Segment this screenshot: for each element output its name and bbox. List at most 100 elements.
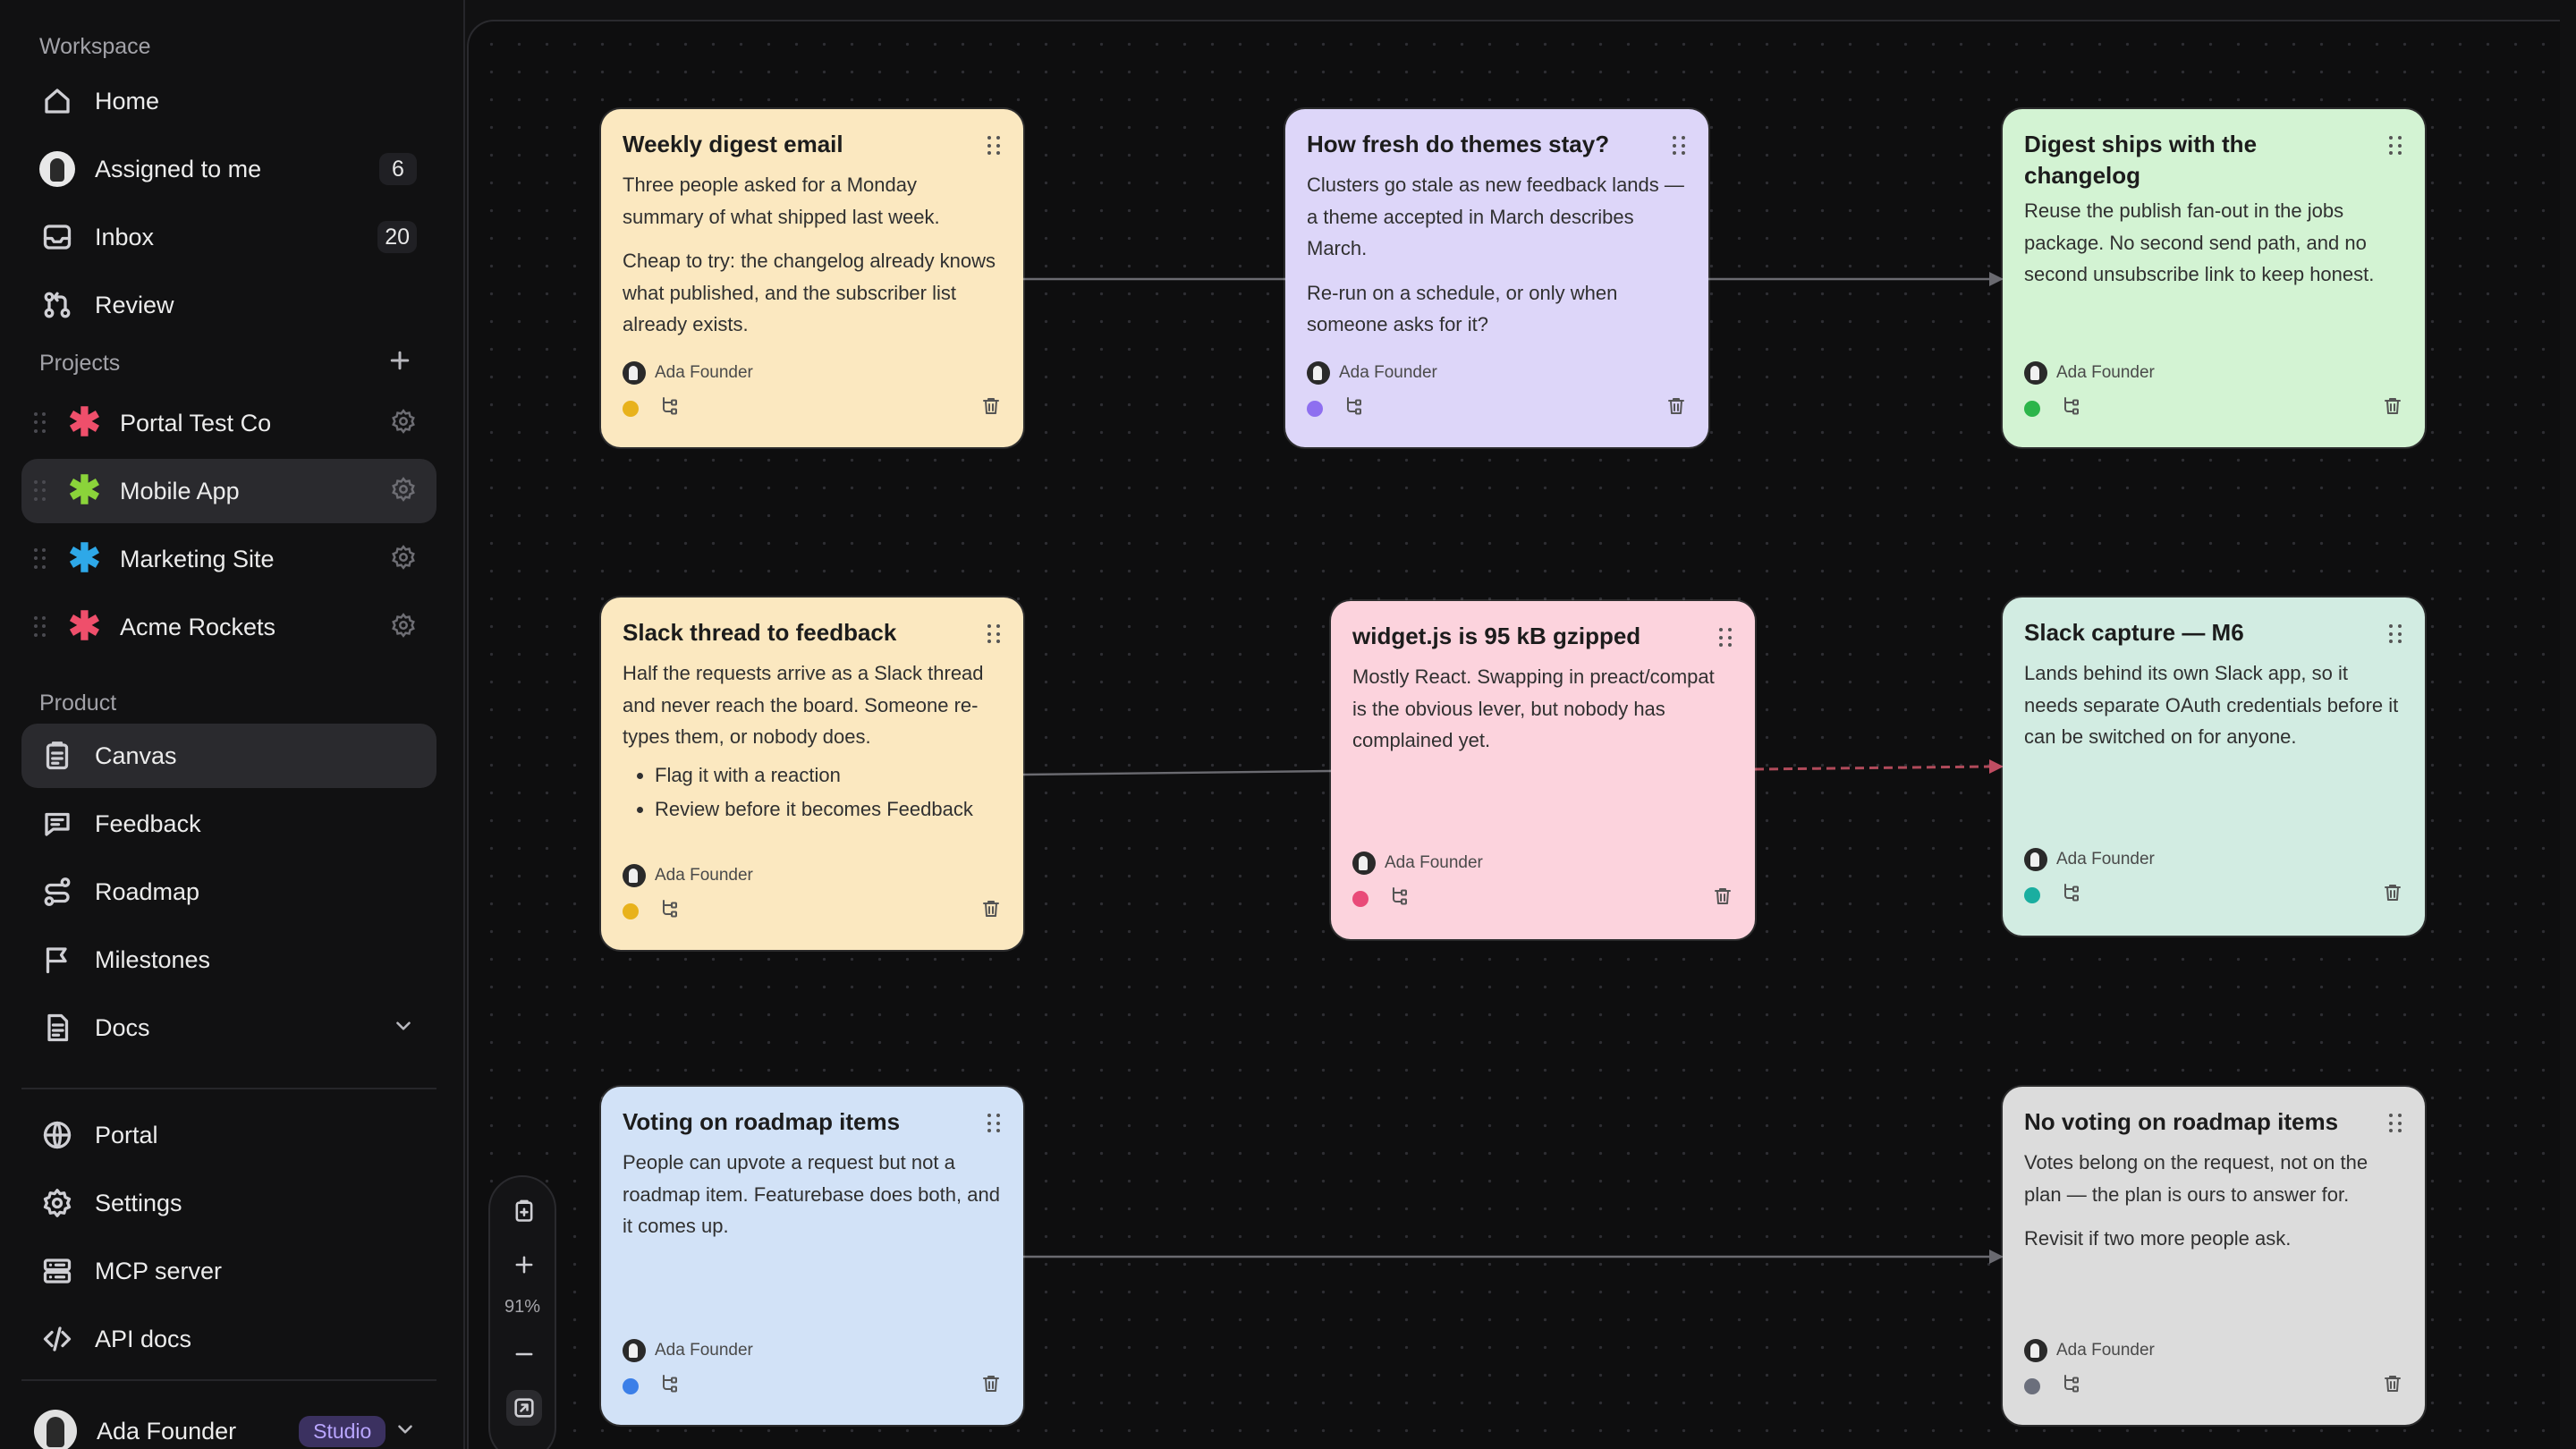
sidebar-item-api-docs[interactable]: API docs <box>21 1307 436 1371</box>
canvas-card[interactable]: Weekly digest email Three people asked f… <box>601 109 1023 447</box>
status-dot[interactable] <box>2024 886 2040 903</box>
status-dot[interactable] <box>1352 890 1368 907</box>
asterisk-icon: ✱ <box>68 401 101 445</box>
sidebar-item-docs[interactable]: Docs <box>21 996 436 1060</box>
user-menu[interactable]: Ada Founder Studio <box>21 1402 436 1449</box>
canvas-card[interactable]: Slack thread to feedback Half the reques… <box>601 597 1023 950</box>
card-menu-icon[interactable] <box>2389 1114 2403 1133</box>
card-menu-icon[interactable] <box>987 136 1002 156</box>
card-menu-icon[interactable] <box>1719 628 1733 648</box>
canvas-card[interactable]: Digest ships with the changelog Reuse th… <box>2003 109 2425 447</box>
plus-icon <box>390 351 410 370</box>
status-dot[interactable] <box>623 902 639 919</box>
sidebar-item-mcp-server[interactable]: MCP server <box>21 1239 436 1303</box>
sidebar-item-inbox[interactable]: Inbox 20 <box>21 205 436 269</box>
branch-icon[interactable] <box>2060 1373 2081 1399</box>
sidebar-divider <box>21 1088 436 1089</box>
card-menu-icon[interactable] <box>1673 136 1687 156</box>
home-icon <box>39 83 75 119</box>
git-pull-request-icon <box>39 287 75 323</box>
fit-view-button[interactable] <box>506 1390 542 1426</box>
status-dot[interactable] <box>1307 400 1323 417</box>
card-menu-icon[interactable] <box>987 1114 1002 1133</box>
sidebar-item-canvas[interactable]: Canvas <box>21 724 436 788</box>
trash-icon[interactable] <box>980 1373 1002 1399</box>
gear-icon[interactable] <box>390 612 420 642</box>
plan-badge: Studio <box>299 1415 386 1447</box>
sidebar-project-acme-rockets[interactable]: ✱ Acme Rockets <box>21 595 436 659</box>
sidebar-item-review[interactable]: Review <box>21 273 436 337</box>
branch-icon[interactable] <box>658 395 680 421</box>
avatar <box>2024 361 2047 385</box>
sidebar-item-label: Settings <box>95 1189 182 1216</box>
trash-icon[interactable] <box>2382 882 2403 908</box>
trash-icon[interactable] <box>980 395 1002 421</box>
canvas-card[interactable]: No voting on roadmap items Votes belong … <box>2003 1087 2425 1425</box>
card-menu-icon[interactable] <box>2389 624 2403 644</box>
gear-icon[interactable] <box>390 408 420 438</box>
card-bullet-list: Flag it with a reaction Review before it… <box>623 758 1002 826</box>
branch-icon[interactable] <box>1388 886 1410 911</box>
status-dot[interactable] <box>2024 1377 2040 1394</box>
gear-icon[interactable] <box>390 544 420 574</box>
feedback-icon <box>39 806 75 842</box>
gear-icon[interactable] <box>390 476 420 506</box>
canvas-card[interactable]: How fresh do themes stay? Clusters go st… <box>1285 109 1708 447</box>
trash-icon[interactable] <box>2382 1373 2403 1399</box>
card-body: Clusters go stale as new feedback lands … <box>1307 169 1687 341</box>
card-author: Ada Founder <box>623 361 753 385</box>
list-item: Review before it becomes Feedback <box>655 792 1002 826</box>
trash-icon[interactable] <box>1665 395 1687 421</box>
chevron-down-icon[interactable] <box>392 1014 419 1041</box>
card-paragraph: Reuse the publish fan-out in the jobs pa… <box>2024 199 2375 285</box>
trash-icon[interactable] <box>980 898 1002 924</box>
sidebar-item-portal[interactable]: Portal <box>21 1103 436 1167</box>
sidebar-item-settings[interactable]: Settings <box>21 1171 436 1235</box>
sidebar-project-mobile-app[interactable]: ✱ Mobile App <box>21 459 436 523</box>
canvas-card[interactable]: Slack capture — M6 Lands behind its own … <box>2003 597 2425 936</box>
sidebar-item-label: Docs <box>95 1013 150 1041</box>
branch-icon[interactable] <box>658 1373 680 1399</box>
more-controls-button[interactable] <box>506 1436 542 1449</box>
zoom-out-button[interactable] <box>506 1336 542 1372</box>
server-icon <box>39 1253 75 1289</box>
sidebar-item-roadmap[interactable]: Roadmap <box>21 860 436 924</box>
branch-icon[interactable] <box>1343 395 1364 421</box>
gear-icon <box>39 1185 75 1221</box>
sidebar-item-home[interactable]: Home <box>21 69 436 133</box>
zoom-in-button[interactable] <box>506 1247 542 1283</box>
status-dot[interactable] <box>2024 400 2040 417</box>
top-bar <box>467 0 2576 20</box>
sidebar-item-feedback[interactable]: Feedback <box>21 792 436 856</box>
card-title: Slack thread to feedback <box>623 619 897 646</box>
branch-icon[interactable] <box>2060 882 2081 908</box>
canvas-icon <box>39 738 75 774</box>
branch-icon[interactable] <box>658 898 680 924</box>
sidebar-item-label: API docs <box>95 1325 192 1352</box>
card-menu-icon[interactable] <box>2389 136 2403 156</box>
author-name: Ada Founder <box>655 866 753 885</box>
sidebar-project-portal-test-co[interactable]: ✱ Portal Test Co <box>21 391 436 455</box>
card-author: Ada Founder <box>623 1339 753 1362</box>
add-project-button[interactable] <box>386 347 417 377</box>
sidebar-item-milestones[interactable]: Milestones <box>21 928 436 992</box>
drag-handle-icon[interactable] <box>34 412 47 434</box>
card-title: widget.js is 95 kB gzipped <box>1352 623 1641 649</box>
chevron-down-icon[interactable] <box>394 1418 420 1445</box>
branch-icon[interactable] <box>2060 395 2081 421</box>
trash-icon[interactable] <box>2382 395 2403 421</box>
asterisk-icon: ✱ <box>68 605 101 648</box>
sidebar-item-assigned[interactable]: Assigned to me 6 <box>21 137 436 201</box>
canvas-card[interactable]: Voting on roadmap items People can upvot… <box>601 1087 1023 1425</box>
status-dot[interactable] <box>623 400 639 417</box>
add-note-button[interactable] <box>506 1193 542 1229</box>
sidebar-project-marketing-site[interactable]: ✱ Marketing Site <box>21 527 436 591</box>
status-dot[interactable] <box>623 1377 639 1394</box>
trash-icon[interactable] <box>1712 886 1733 911</box>
drag-handle-icon[interactable] <box>34 616 47 638</box>
canvas-card[interactable]: widget.js is 95 kB gzipped Mostly React.… <box>1331 601 1755 939</box>
drag-handle-icon[interactable] <box>34 480 47 502</box>
card-menu-icon[interactable] <box>987 624 1002 644</box>
drag-handle-icon[interactable] <box>34 548 47 570</box>
workspace-section-label: Workspace <box>39 34 151 59</box>
